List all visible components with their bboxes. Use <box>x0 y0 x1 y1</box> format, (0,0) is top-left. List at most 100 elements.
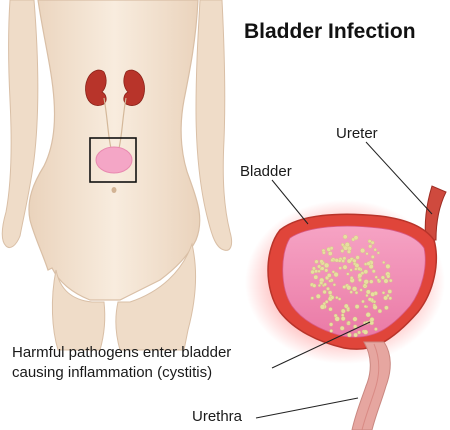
pathogen-dot <box>384 306 388 310</box>
navel <box>112 187 117 193</box>
pathogen-dot <box>378 309 382 313</box>
pathogen-dot <box>320 260 324 264</box>
pathogen-dot <box>377 279 380 282</box>
pathogen-dot <box>373 305 378 310</box>
pathogen-dot <box>324 263 329 268</box>
right-arm <box>196 0 232 250</box>
pathogen-dot <box>354 268 357 271</box>
pathogen-dot <box>346 273 349 276</box>
pathogen-dot <box>334 272 339 277</box>
pathogen-dot <box>316 294 320 298</box>
callout-line-urethra <box>256 398 358 418</box>
pathogen-dot <box>355 305 359 309</box>
pathogen-dot <box>347 250 351 254</box>
pathogen-dot <box>368 245 372 249</box>
urethra-label: Urethra <box>192 408 242 425</box>
pathogen-dot <box>366 294 369 297</box>
pathogen-dot <box>358 278 361 281</box>
pathogen-dot <box>339 267 342 270</box>
pathogen-dot <box>333 283 336 286</box>
pathogen-dot <box>330 329 333 332</box>
pathogen-dot <box>327 273 331 277</box>
pathogen-dot <box>381 276 385 280</box>
pathogen-dot <box>354 236 358 240</box>
pathogen-dot <box>371 241 374 244</box>
pathogen-dot <box>355 291 358 294</box>
pathogen-dot <box>344 304 348 308</box>
page-title: Bladder Infection <box>244 20 416 44</box>
pathogen-dot <box>329 323 333 327</box>
small-bladder <box>96 147 132 173</box>
pathogen-dot <box>375 276 378 279</box>
pathogen-dot <box>311 270 315 274</box>
pathogen-dot <box>341 309 345 313</box>
pathogen-dot <box>366 290 370 294</box>
pathogen-dot <box>364 270 368 274</box>
pathogen-dot <box>335 296 338 299</box>
ureter-tube <box>425 186 446 240</box>
pathogen-dot <box>341 249 344 252</box>
pathogen-dot <box>356 256 360 260</box>
pathogen-dot <box>361 300 364 303</box>
pathogen-dot <box>347 333 351 337</box>
pathogen-dot <box>377 252 380 255</box>
pathogen-dot <box>353 317 357 321</box>
pathogen-dot <box>328 291 332 295</box>
pathogen-dot <box>382 261 385 264</box>
pathogens-label: Harmful pathogens enter bladder causing … <box>12 343 231 383</box>
pathogen-dot <box>386 294 389 297</box>
pathogen-dot <box>335 317 340 322</box>
pathogens-label-line-2: causing inflammation (cystitis) <box>12 363 231 383</box>
pathogen-dot <box>371 292 375 296</box>
pathogen-dot <box>347 321 350 324</box>
pathogen-dot <box>368 298 371 301</box>
bladder-label: Bladder <box>240 163 292 180</box>
female-torso-illustration <box>2 0 231 350</box>
pathogen-dot <box>350 276 353 279</box>
pathogen-dot <box>347 285 352 290</box>
pathogen-dot <box>360 289 363 292</box>
pathogen-dot <box>366 312 371 317</box>
pathogen-dot <box>384 279 389 284</box>
pathogen-dot <box>366 252 369 255</box>
pathogen-dot <box>389 297 392 300</box>
pathogen-dot <box>374 328 377 331</box>
pathogen-dot <box>340 326 344 330</box>
pathogen-dot <box>325 269 329 273</box>
pathogen-dot <box>369 280 373 284</box>
pathogen-dot <box>319 281 323 285</box>
pathogen-dot <box>341 259 344 262</box>
pathogen-dot <box>364 279 369 284</box>
pathogen-dot <box>331 259 334 262</box>
pathogen-dot <box>372 270 375 273</box>
pathogen-dot <box>353 259 357 263</box>
pathogen-dot <box>370 317 374 321</box>
pathogen-dot <box>338 298 341 301</box>
pathogen-dot <box>364 305 367 308</box>
pathogen-dot <box>345 242 350 247</box>
pathogen-dot <box>320 305 325 310</box>
pathogen-dot <box>350 269 353 272</box>
pathogen-dot <box>325 300 328 303</box>
pathogen-dot <box>341 316 345 320</box>
enlarged-bladder <box>245 186 446 430</box>
pathogen-dot <box>335 258 339 262</box>
pathogen-dot <box>382 291 385 294</box>
pathogen-dot <box>358 331 361 334</box>
pathogen-dot <box>367 262 371 266</box>
pathogen-dot <box>332 271 335 274</box>
pathogen-dot <box>350 291 353 294</box>
pathogen-dot <box>324 283 327 286</box>
pathogen-dot <box>347 259 351 263</box>
pathogen-dot <box>363 330 368 335</box>
pathogens-label-line-1: Harmful pathogens enter bladder <box>12 343 231 363</box>
pathogen-dot <box>314 275 318 279</box>
pathogen-dot <box>314 270 317 273</box>
pathogen-dot <box>341 314 344 317</box>
pathogen-dot <box>354 333 358 337</box>
pathogen-dot <box>386 275 390 279</box>
pathogen-dot <box>318 270 321 273</box>
pathogen-dot <box>328 251 332 255</box>
pathogen-dot <box>326 287 329 290</box>
callout-line-ureter <box>366 142 432 214</box>
